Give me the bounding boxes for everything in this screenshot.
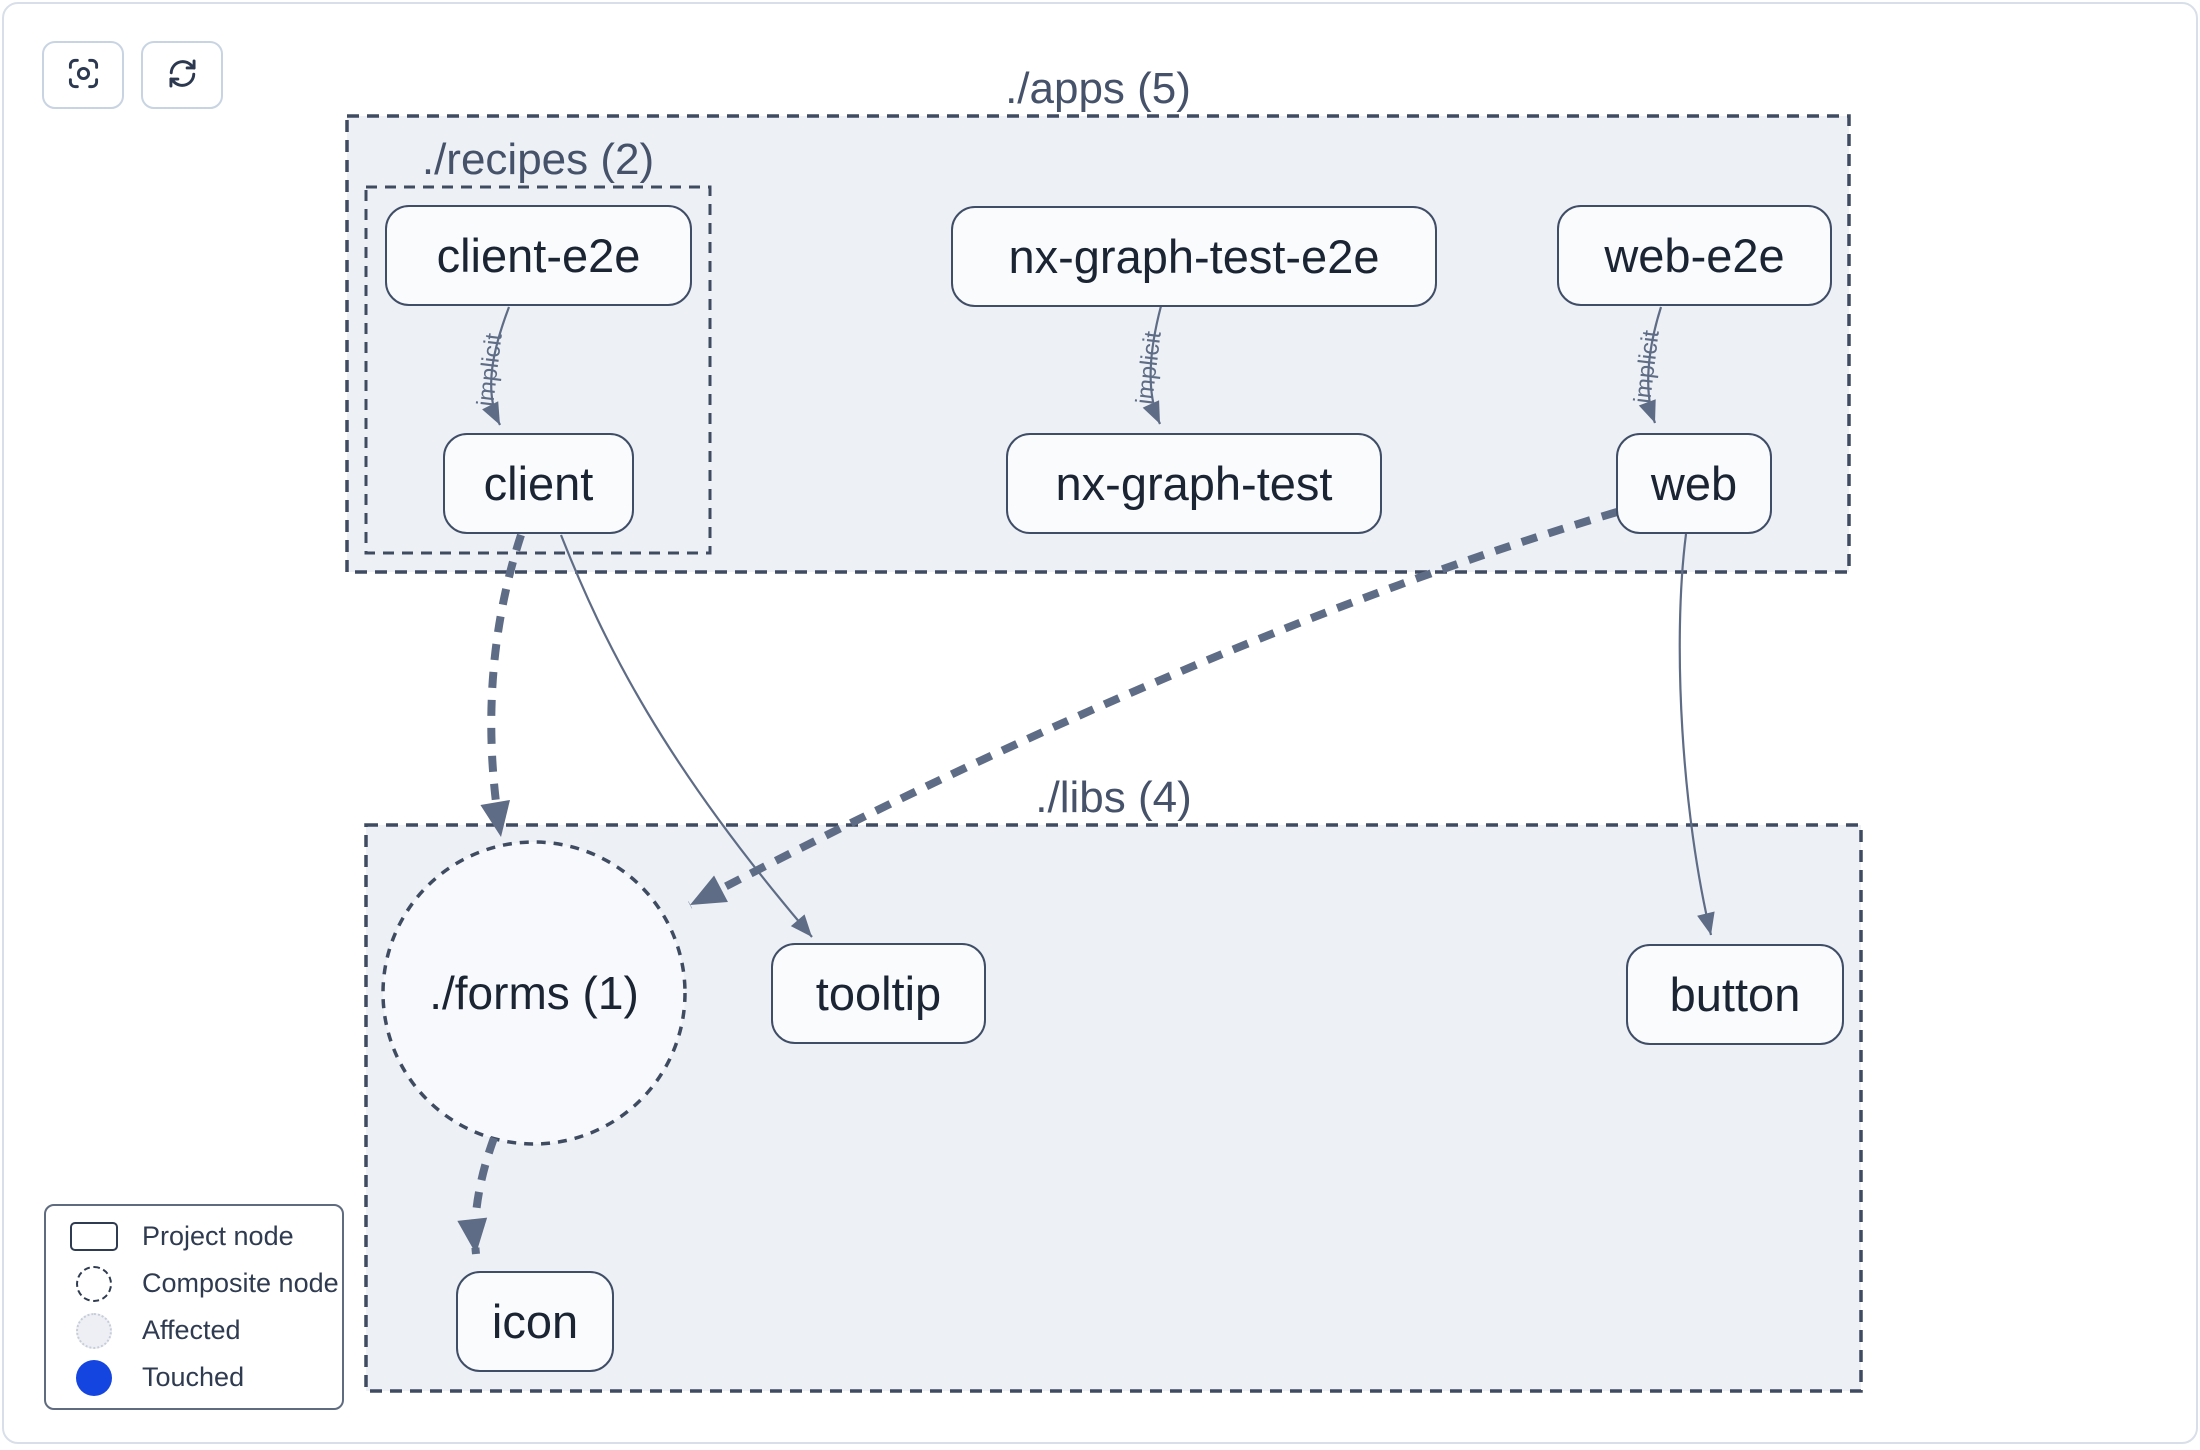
node-label: nx-graph-test — [1055, 457, 1333, 510]
node-label: web — [1650, 457, 1738, 510]
node-tooltip[interactable]: tooltip — [771, 943, 986, 1044]
focus-icon — [65, 55, 102, 95]
legend-label: Project node — [142, 1221, 294, 1251]
legend-item-touched: Touched — [46, 1354, 342, 1401]
group-label-recipes[interactable]: ./recipes (2) — [421, 135, 655, 184]
legend-label: Composite node — [142, 1268, 339, 1298]
node-label: icon — [491, 1295, 579, 1348]
node-label: client-e2e — [436, 229, 641, 282]
toolbar — [42, 41, 223, 109]
node-client-e2e[interactable]: client-e2e — [385, 205, 692, 306]
legend-label: Affected — [142, 1315, 241, 1345]
composite-node-forms-label[interactable]: ./forms (1) — [429, 967, 639, 1019]
node-label: client — [483, 457, 594, 510]
node-label: button — [1669, 968, 1801, 1021]
affected-swatch — [46, 1312, 142, 1349]
composite-node-swatch — [46, 1265, 142, 1302]
node-nx-graph-test[interactable]: nx-graph-test — [1006, 433, 1382, 534]
legend-label: Touched — [142, 1362, 245, 1392]
node-label: nx-graph-test-e2e — [1008, 230, 1380, 283]
group-label-apps[interactable]: ./apps (5) — [1005, 64, 1191, 113]
legend: Project node Composite node Affected Tou… — [44, 1204, 344, 1410]
edge-client-to-forms — [480, 533, 525, 838]
node-nx-graph-test-e2e[interactable]: nx-graph-test-e2e — [951, 206, 1437, 307]
project-node-swatch — [46, 1222, 142, 1251]
group-label-libs[interactable]: ./libs (4) — [1035, 773, 1192, 822]
touched-swatch — [46, 1359, 142, 1396]
legend-item-affected: Affected — [46, 1307, 342, 1354]
focus-reset-button[interactable] — [42, 41, 124, 109]
edge-web-to-forms — [688, 508, 1619, 909]
refresh-button[interactable] — [141, 41, 223, 109]
node-icon[interactable]: icon — [456, 1271, 614, 1372]
legend-item-composite-node: Composite node — [46, 1260, 342, 1307]
edge-web-to-button — [1678, 533, 1715, 936]
node-label: tooltip — [815, 967, 942, 1020]
node-client[interactable]: client — [443, 433, 634, 534]
node-web-e2e[interactable]: web-e2e — [1557, 205, 1832, 306]
node-button[interactable]: button — [1626, 944, 1844, 1045]
edge-nx-graph-test-e2e-to-nx-graph-test — [1142, 305, 1163, 425]
edge-client-e2e-to-client — [482, 306, 511, 426]
legend-item-project-node: Project node — [46, 1213, 342, 1260]
edge-web-e2e-to-web — [1638, 306, 1663, 424]
edge-forms-to-icon — [457, 1136, 498, 1255]
composite-node-forms-circle[interactable] — [381, 840, 687, 1146]
node-web[interactable]: web — [1616, 433, 1772, 534]
node-label: web-e2e — [1604, 229, 1785, 282]
refresh-icon — [164, 55, 201, 95]
graph-svg-layer: implicit implicit implicit — [345, 114, 1863, 1393]
